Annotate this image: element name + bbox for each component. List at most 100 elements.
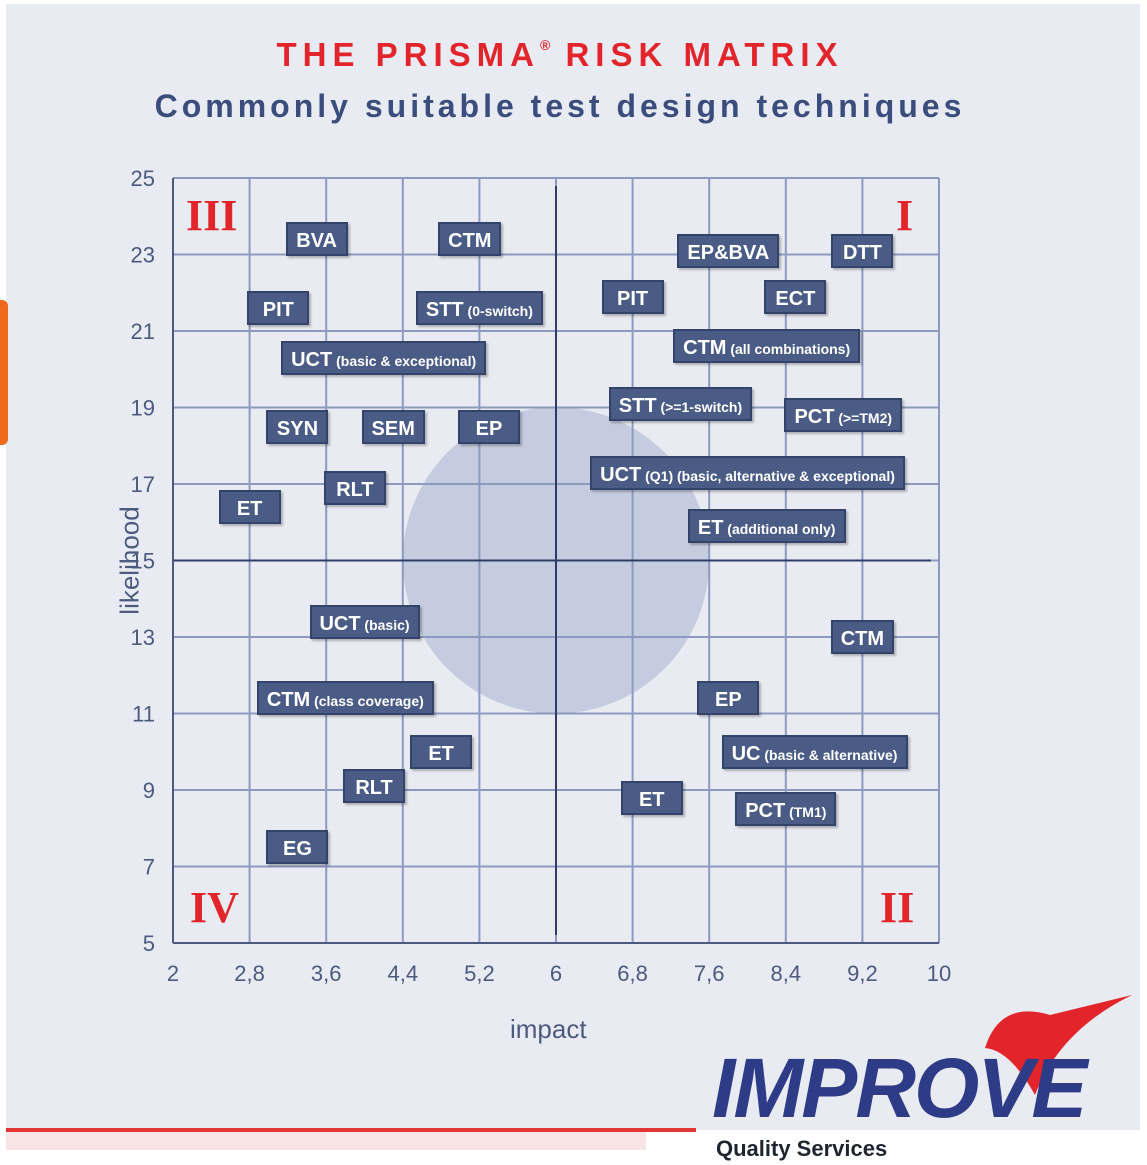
x-tick-label: 4,4 xyxy=(388,961,419,986)
tag-name: UCT xyxy=(319,612,361,635)
x-tick-label: 8,4 xyxy=(771,961,802,986)
tag-name: PCT xyxy=(745,800,786,823)
logo-wordmark: IMPROVE xyxy=(712,1041,1087,1135)
technique-tag: BVA xyxy=(285,222,348,257)
tag-name: STT xyxy=(618,394,657,417)
y-tick-label: 25 xyxy=(131,166,155,191)
chart-title: THE PRISMA® RISK MATRIX xyxy=(276,36,844,73)
technique-tag: EP&BVA xyxy=(677,233,780,268)
tag-detail: (additional only) xyxy=(723,521,836,538)
tag-detail: (0-switch) xyxy=(463,303,533,320)
technique-tag: EG xyxy=(266,830,329,865)
technique-tag: ET (additional only) xyxy=(687,509,846,544)
tag-detail: (Q1) (basic, alternative & exceptional) xyxy=(641,467,895,484)
technique-tag: RLT xyxy=(343,769,406,804)
y-tick-label: 15 xyxy=(131,549,155,574)
tag-detail: (TM1) xyxy=(785,804,827,821)
technique-tag: PCT (TM1) xyxy=(735,792,837,827)
tag-name: ECT xyxy=(775,287,816,310)
technique-tag: CTM xyxy=(438,222,502,257)
chart-subtitle: Commonly suitable test design techniques xyxy=(154,88,966,124)
tag-detail: (class coverage) xyxy=(310,693,424,710)
technique-tag: EP xyxy=(457,409,520,444)
technique-tag: STT (>=1-switch) xyxy=(608,386,752,421)
x-axis-label: impact xyxy=(510,1014,587,1044)
tag-name: UC xyxy=(731,742,761,765)
technique-tag: PCT (>=TM2) xyxy=(784,398,903,433)
tag-name: EP&BVA xyxy=(687,241,770,264)
tag-detail: (basic & alternative) xyxy=(760,746,898,763)
tag-detail: (>=TM2) xyxy=(834,410,893,427)
technique-tag: PIT xyxy=(247,291,310,326)
technique-tag: ET xyxy=(218,489,281,524)
x-tick-label: 3,6 xyxy=(311,961,342,986)
footer-rule xyxy=(6,1128,696,1132)
logo-subtitle: Quality Services xyxy=(716,1136,888,1161)
y-tick-label: 23 xyxy=(131,243,155,268)
tag-name: CTM xyxy=(448,230,492,253)
technique-tag: EP xyxy=(697,681,760,716)
tag-name: RLT xyxy=(336,478,374,501)
quadrant-label-i: I xyxy=(896,191,914,240)
technique-tag: ET xyxy=(620,780,683,815)
x-tick-label: 5,2 xyxy=(464,961,495,986)
technique-tag: SEM xyxy=(361,409,425,444)
y-tick-label: 17 xyxy=(131,472,155,497)
tag-name: CTM xyxy=(840,628,885,650)
technique-tag: ECT xyxy=(764,279,827,314)
tag-name: CTM xyxy=(266,689,311,712)
tag-name: UCT xyxy=(600,463,642,486)
tag-name: ET xyxy=(697,517,724,540)
tag-name: EG xyxy=(283,838,312,861)
tag-detail: (basic) xyxy=(360,616,410,633)
y-tick-label: 19 xyxy=(131,396,155,421)
technique-tag: UC (basic & alternative) xyxy=(721,734,908,769)
tag-detail: (basic & exceptional) xyxy=(332,352,477,369)
technique-tag: UCT (basic) xyxy=(309,604,420,639)
y-tick-label: 11 xyxy=(132,702,155,727)
y-tick-label: 7 xyxy=(143,855,155,880)
technique-tag: RLT xyxy=(323,470,386,505)
tag-name: PIT xyxy=(262,299,294,322)
tag-name: UCT xyxy=(291,348,333,371)
tag-name: SYN xyxy=(276,417,319,440)
tag-name: BVA xyxy=(296,230,337,253)
tag-name: ET xyxy=(428,742,454,765)
technique-tag: STT (0-switch) xyxy=(415,291,543,326)
technique-tag: ET xyxy=(410,734,473,769)
tag-name: PCT xyxy=(794,406,835,429)
tag-name: ET xyxy=(236,497,263,520)
x-tick-label: 7,6 xyxy=(694,961,725,986)
y-tick-label: 21 xyxy=(131,319,155,344)
tag-name: STT xyxy=(425,299,464,322)
tag-name: EP xyxy=(715,689,742,712)
technique-tag: SYN xyxy=(266,409,329,444)
quadrant-label-iv: IV xyxy=(190,883,239,932)
x-tick-label: 2,8 xyxy=(234,961,265,986)
technique-tag: CTM (all combinations) xyxy=(673,329,861,364)
x-tick-label: 6 xyxy=(550,961,562,986)
y-tick-label: 9 xyxy=(143,778,155,803)
y-tick-label: 5 xyxy=(143,931,155,956)
technique-tag: UCT (Q1) (basic, alternative & exception… xyxy=(590,455,905,490)
quadrant-label-iii: III xyxy=(186,191,238,240)
tag-name: SEM xyxy=(371,417,415,440)
tag-detail: (all combinations) xyxy=(726,341,851,358)
y-tick-label: 13 xyxy=(131,625,155,650)
tag-name: ET xyxy=(638,788,665,811)
x-tick-label: 10 xyxy=(927,961,951,986)
tag-name: RLT xyxy=(355,777,393,800)
tag-name: PIT xyxy=(617,287,649,310)
technique-tag: CTM xyxy=(830,620,894,654)
x-tick-label: 2 xyxy=(167,961,179,986)
technique-tag: DTT xyxy=(831,233,894,268)
quadrant-label-ii: II xyxy=(880,883,915,932)
tag-name: CTM xyxy=(683,337,727,360)
tag-name: DTT xyxy=(842,241,882,264)
technique-tag: UCT (basic & exceptional) xyxy=(281,340,487,375)
tag-name: EP xyxy=(475,417,503,440)
tag-detail: (>=1-switch) xyxy=(656,398,743,415)
footer-band xyxy=(6,1132,646,1150)
side-tab[interactable] xyxy=(0,300,8,445)
